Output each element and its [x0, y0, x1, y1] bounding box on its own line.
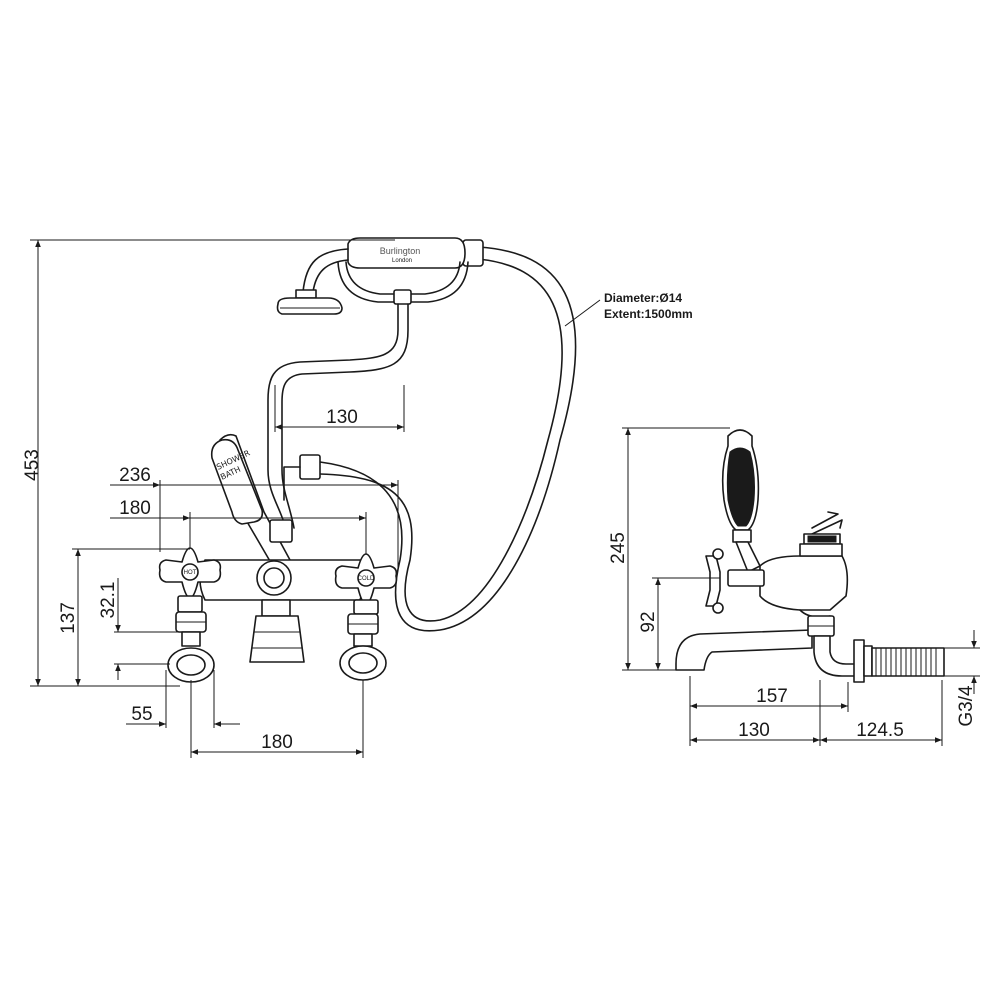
- handset-brand-text: Burlington: [380, 246, 421, 256]
- dim-spout-projection: 157: [756, 686, 788, 707]
- dim-spout-height: 92: [638, 611, 659, 632]
- mixer-body: [199, 559, 366, 663]
- side-dimensions: 245 92 157 130 124.5 G3/4: [608, 427, 980, 746]
- dim-inlet-centers: 180: [261, 732, 293, 753]
- side-cross-handle: [705, 548, 765, 614]
- dim-inlet-length: 124.5: [856, 720, 904, 741]
- handset-riser-pipe: [267, 303, 409, 531]
- front-dimensions: 453 130 236 180 137: [22, 239, 405, 758]
- cold-inlet: [339, 613, 387, 681]
- dim-side-height: 245: [608, 532, 629, 564]
- side-spout: [675, 629, 813, 671]
- side-body: [759, 543, 849, 618]
- cold-cross-handle: COLD: [334, 553, 398, 615]
- dim-nut-width: 55: [131, 704, 152, 725]
- handset-city-text: London: [392, 258, 412, 264]
- side-inlet: [807, 615, 945, 683]
- shower-handset: Burlington London: [276, 237, 484, 315]
- dim-inlet-height: 137: [58, 602, 79, 634]
- hose-extent-text: Extent:1500mm: [604, 307, 693, 321]
- dim-overall-height: 453: [22, 449, 43, 481]
- dim-nut-height: 32.1: [98, 582, 119, 619]
- dim-thread: G3/4: [956, 685, 977, 727]
- hose-diameter-text: Diameter:Ø14: [604, 291, 682, 305]
- dim-handset-offset: 130: [326, 407, 358, 428]
- dim-body-to-spout: 130: [738, 720, 770, 741]
- thread-lines: [875, 648, 937, 676]
- side-view: 245 92 157 130 124.5 G3/4: [608, 427, 980, 746]
- side-diverter: [803, 511, 843, 545]
- front-view: Burlington London SHOWER BATH: [22, 237, 693, 758]
- shower-hose: [319, 246, 577, 632]
- cold-label: COLD: [358, 576, 375, 582]
- hot-inlet: [167, 611, 215, 683]
- hose-connector: [299, 454, 321, 480]
- hot-cross-handle: HOT: [158, 547, 222, 613]
- side-lever-handle: [721, 429, 761, 573]
- hose-callout: Diameter:Ø14 Extent:1500mm: [564, 291, 693, 327]
- diverter-lever: SHOWER BATH: [210, 433, 293, 569]
- dim-handle-centers: 180: [119, 498, 151, 519]
- hot-label: HOT: [184, 570, 197, 576]
- dim-total-width: 236: [119, 465, 151, 486]
